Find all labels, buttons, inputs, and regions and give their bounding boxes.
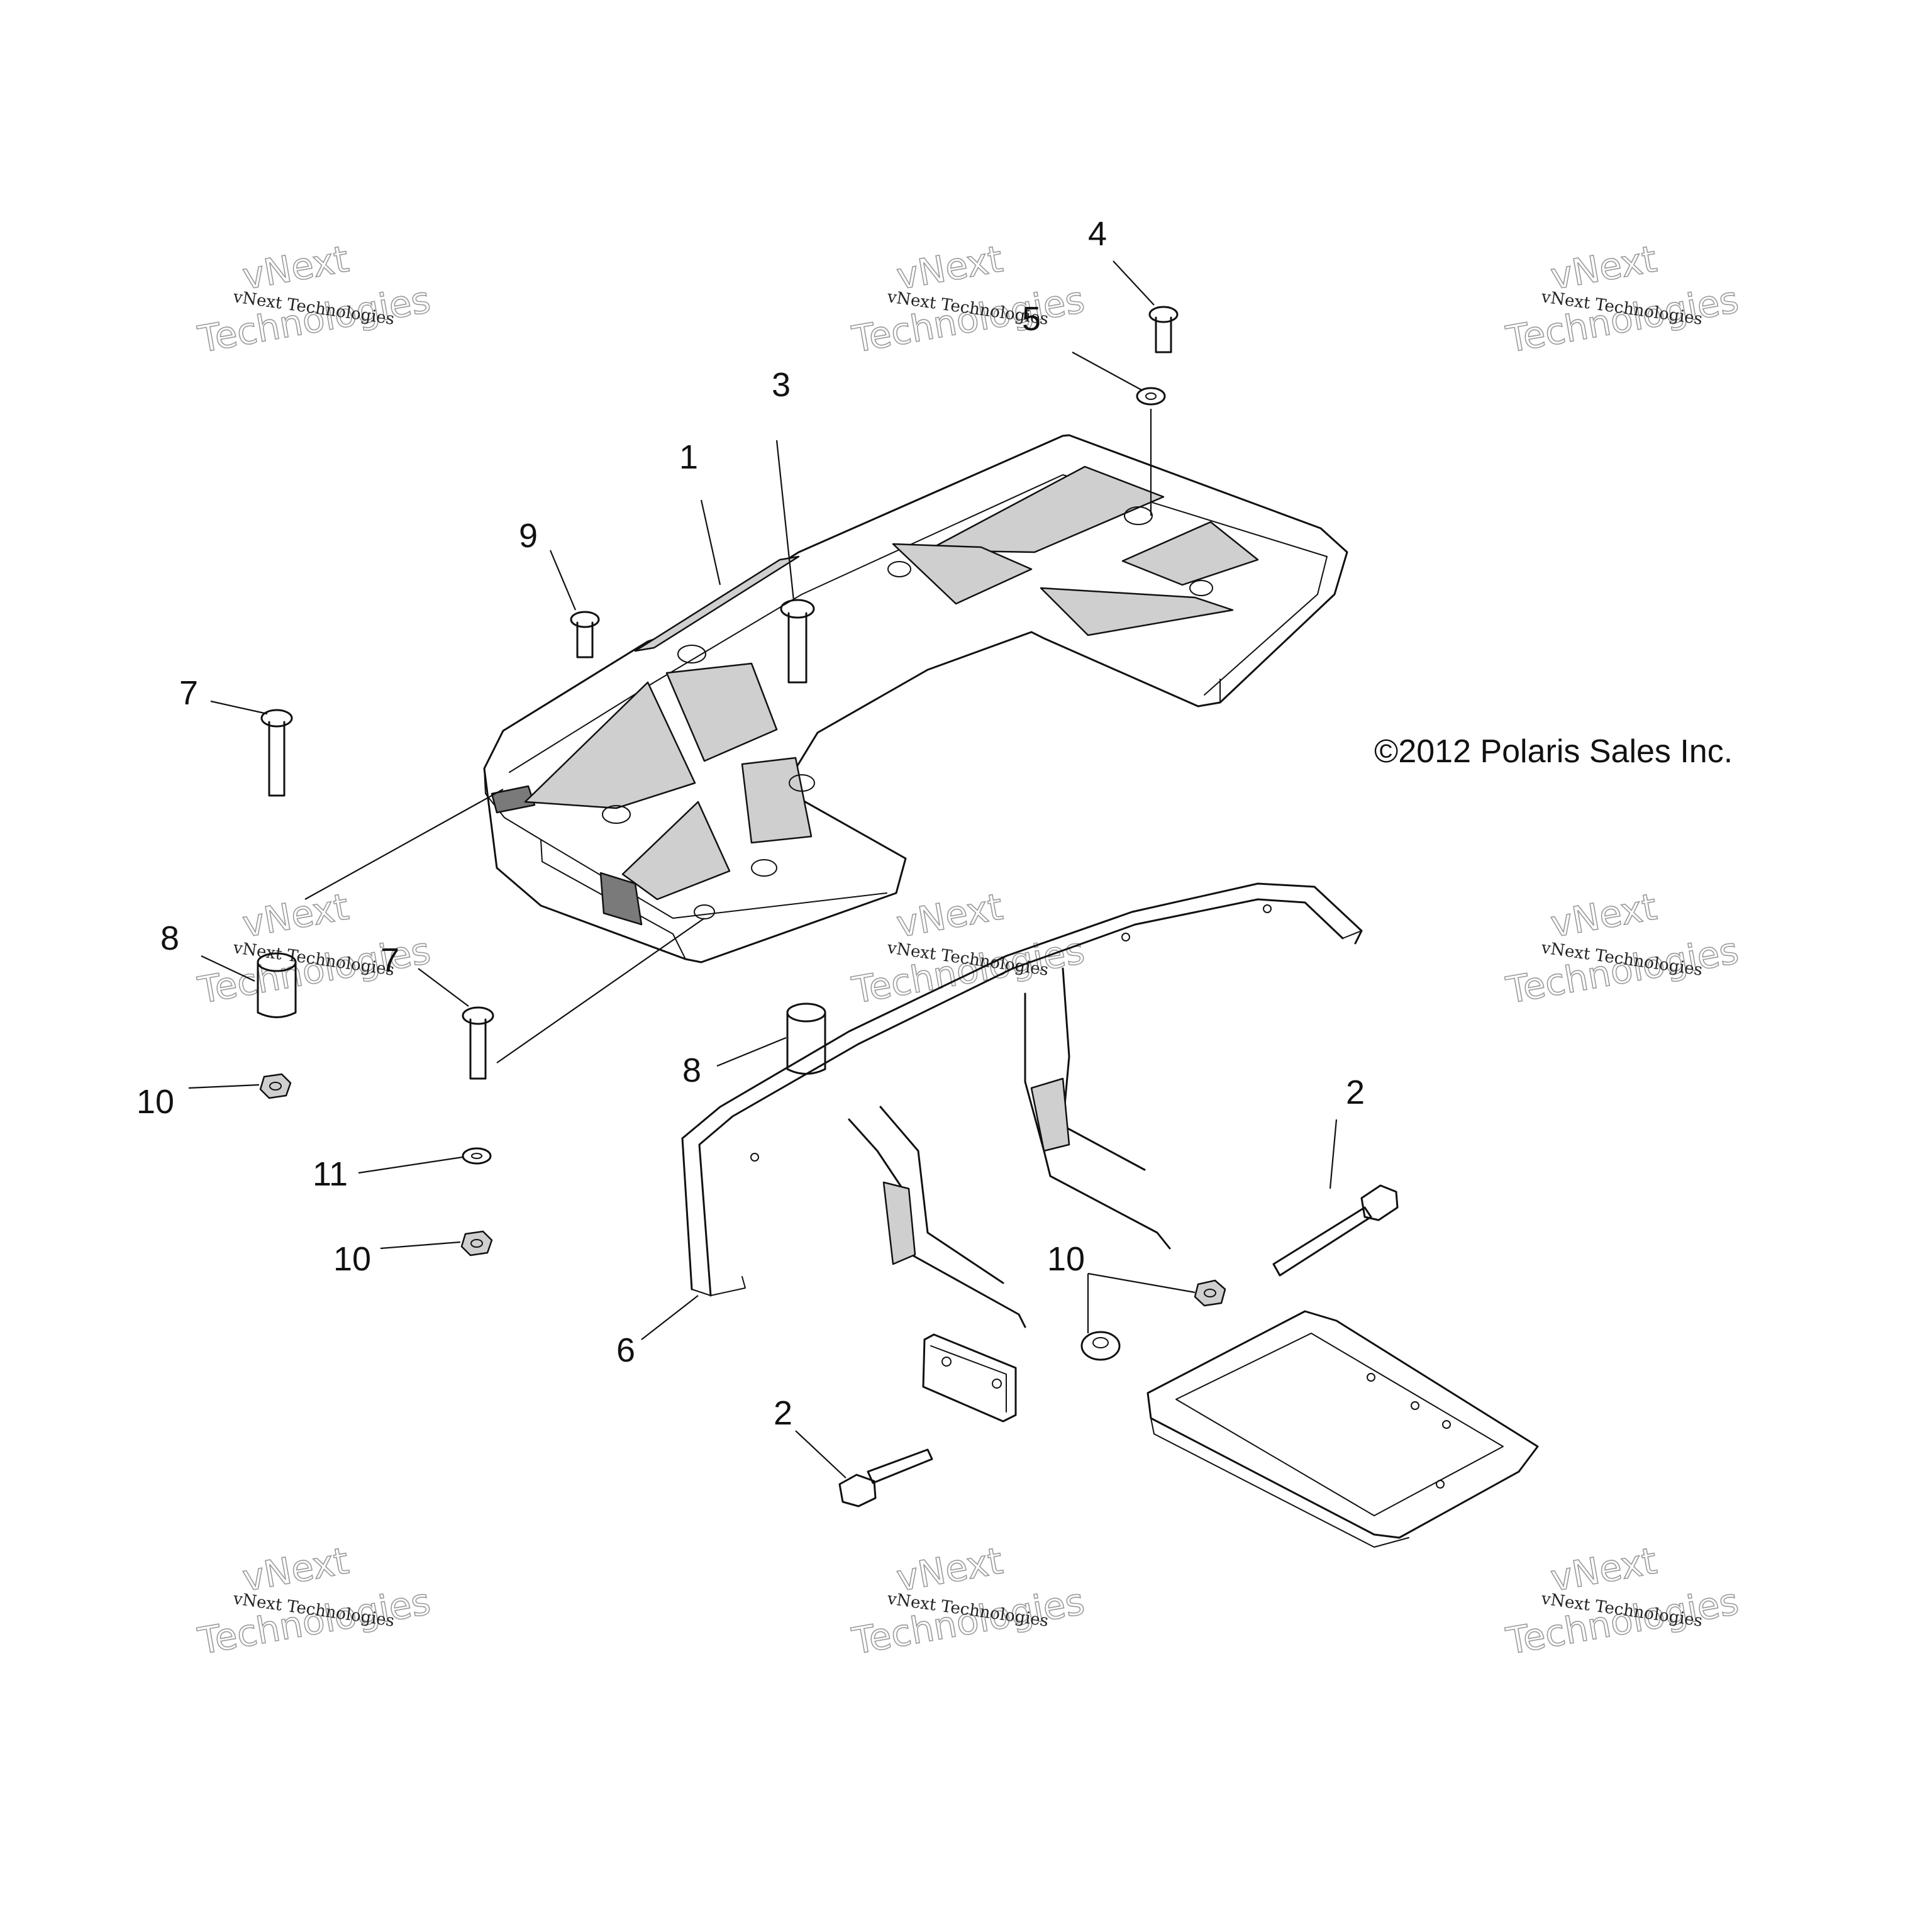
watermark-large-text: Technologies xyxy=(849,278,1088,361)
callout-4: 4 xyxy=(1088,215,1107,253)
watermark-top-left: vNext Technologies vNext Technologies xyxy=(194,237,434,362)
rack-support-frame xyxy=(681,882,1363,1328)
callout-6: 6 xyxy=(616,1331,635,1369)
callout-3: 3 xyxy=(772,366,791,404)
watermark-large-text: Technologies xyxy=(195,278,434,361)
watermark-bottom-center: vNext Technologies vNext Technologies xyxy=(848,1539,1088,1663)
cargo-box-frame xyxy=(1146,1310,1539,1548)
watermark-top-right: vNext Technologies vNext Technologies xyxy=(1502,237,1742,362)
frame-hole xyxy=(750,1153,759,1162)
mount-hole xyxy=(1189,580,1213,596)
watermark-large-text: Technologies xyxy=(849,1580,1088,1663)
callout-8-left: 8 xyxy=(160,919,179,957)
watermark-large-text: Technologies xyxy=(849,929,1088,1012)
screw-part-4 xyxy=(1148,306,1179,353)
callout-2-lower: 2 xyxy=(774,1394,792,1432)
nut-part-10-right xyxy=(1194,1279,1226,1307)
callout-10-right: 10 xyxy=(1047,1240,1085,1278)
mount-hole xyxy=(1124,506,1153,525)
bolt-part-2-right xyxy=(1272,1184,1399,1277)
watermark-small-text: vNext xyxy=(240,885,352,945)
watermark-small-text: vNext xyxy=(894,885,1006,945)
nut-part-10-middle xyxy=(460,1230,493,1257)
rear-rack xyxy=(483,434,1348,963)
callout-1: 1 xyxy=(679,438,698,476)
mount-hole xyxy=(751,859,777,877)
callout-7-upper: 7 xyxy=(179,674,198,712)
callout-10-middle: 10 xyxy=(333,1240,371,1278)
washer-part-11 xyxy=(462,1147,492,1165)
watermark-small-text: vNext xyxy=(240,237,352,297)
mount-hole xyxy=(677,645,706,663)
mount-hole xyxy=(602,805,631,824)
callout-2-right: 2 xyxy=(1346,1074,1365,1111)
copyright-notice: ©2012 Polaris Sales Inc. xyxy=(1374,733,1733,770)
callout-11: 11 xyxy=(313,1155,348,1193)
watermark-top-center: vNext Technologies vNext Technologies xyxy=(848,237,1088,362)
callout-10-upper: 10 xyxy=(136,1083,174,1121)
frame-hole xyxy=(1121,933,1130,941)
spacer-part-8-center xyxy=(786,1002,826,1075)
watermark-small-text: vNext xyxy=(1548,1539,1660,1599)
bolt-part-2-lower xyxy=(838,1448,933,1507)
watermark-middle-center: vNext Technologies vNext Technologies xyxy=(848,885,1088,1013)
watermark-large-text: Technologies xyxy=(195,1580,434,1663)
bolt-part-7-upper xyxy=(260,709,293,797)
watermark-large-text: Technologies xyxy=(1503,1580,1742,1663)
bracket-plate xyxy=(922,1333,1017,1423)
watermark-small-text: vNext xyxy=(1548,885,1660,945)
washer-part-5 xyxy=(1136,387,1166,406)
mount-hole xyxy=(887,561,911,577)
callout-8-center: 8 xyxy=(682,1052,701,1089)
callout-7-lower: 7 xyxy=(380,941,399,979)
frame-hole xyxy=(1263,904,1272,913)
leader-lines xyxy=(188,260,1338,1479)
callout-5: 5 xyxy=(1022,300,1041,338)
mount-hole xyxy=(789,774,815,792)
watermark-bottom-left: vNext Technologies vNext Technologies xyxy=(194,1539,434,1663)
watermark-large-text: Technologies xyxy=(1503,278,1742,361)
callout-9: 9 xyxy=(519,517,538,555)
bolt-part-3 xyxy=(780,599,815,684)
bolt-part-7-lower xyxy=(462,1006,494,1080)
spacer-part-8-left xyxy=(257,952,297,1018)
screw-part-9 xyxy=(570,611,600,658)
watermark-small-text: vNext xyxy=(1548,237,1660,297)
callout-labels: 1 2 2 3 4 5 6 7 7 8 8 9 10 10 10 11 xyxy=(136,215,1365,1432)
watermark-small-text: vNext xyxy=(894,1539,1006,1599)
watermark-small-text: vNext xyxy=(240,1539,352,1599)
watermark-large-text: Technologies xyxy=(1503,929,1742,1012)
grommet xyxy=(1080,1331,1121,1361)
watermark-bottom-right: vNext Technologies vNext Technologies xyxy=(1502,1539,1742,1663)
watermark-small-text: vNext xyxy=(894,237,1006,297)
mount-hole xyxy=(694,904,715,919)
nut-part-10-upper xyxy=(259,1073,292,1099)
watermark-middle-right: vNext Technologies vNext Technologies xyxy=(1502,885,1742,1013)
